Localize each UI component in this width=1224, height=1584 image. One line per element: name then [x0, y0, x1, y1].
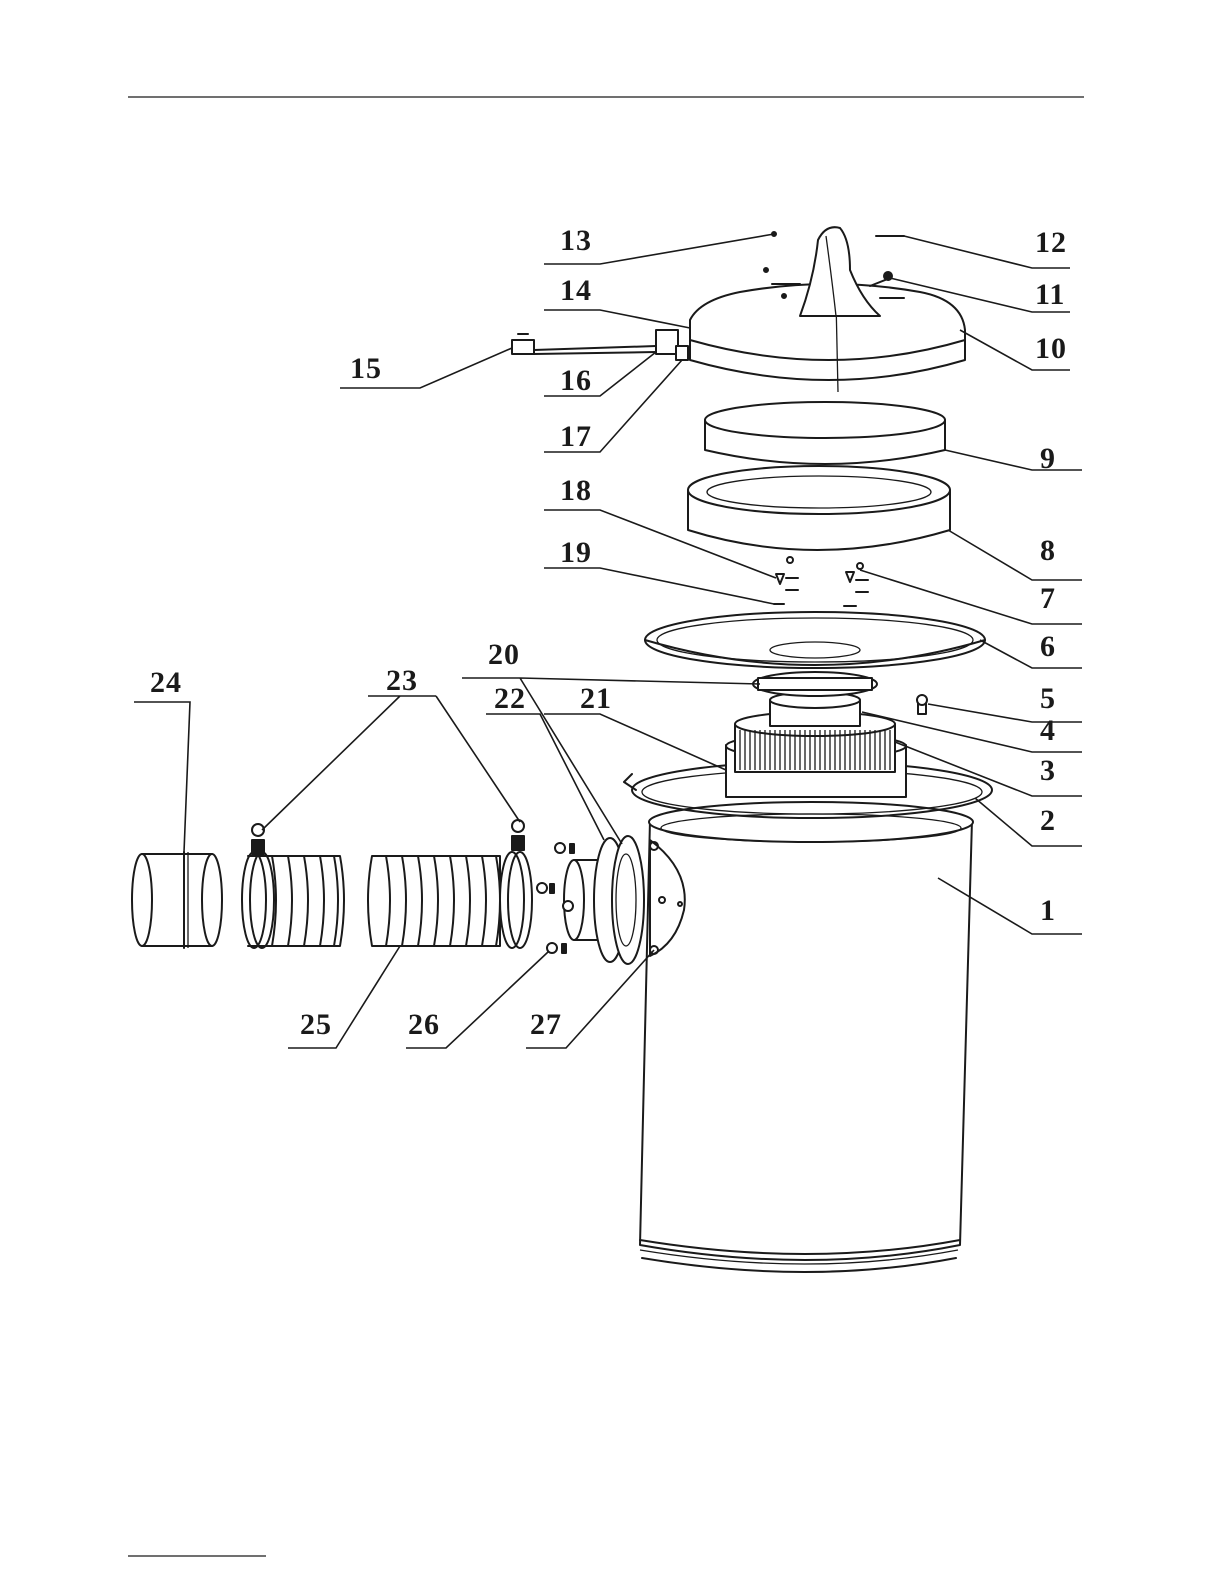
hose-rib: [386, 856, 390, 946]
hose-rib: [320, 856, 324, 946]
inlet-adapter: [564, 836, 644, 964]
part-number-13: 13: [560, 224, 592, 257]
leader-line-2: [975, 798, 1082, 846]
outlet-collar: [132, 852, 222, 948]
hose-rib: [334, 856, 338, 946]
filter-ring: [688, 466, 950, 550]
drum-body: [640, 802, 973, 1272]
hose-rib: [434, 856, 438, 946]
leader-line-14: [544, 310, 690, 328]
part-number-19: 19: [560, 536, 592, 569]
part-number-2: 2: [1040, 804, 1056, 837]
leader-line-22: [486, 714, 604, 840]
part-number-3: 3: [1040, 754, 1056, 787]
part-number-6: 6: [1040, 630, 1056, 663]
leader-line-6: [980, 640, 1082, 668]
part-number-5: 5: [1040, 682, 1056, 715]
flex-hose: [248, 856, 500, 946]
leader-line-9: [945, 450, 1082, 470]
flange-plate: [753, 672, 877, 696]
leader-line-1: [938, 878, 1082, 934]
part-number-4: 4: [1040, 714, 1056, 747]
part-number-20: 20: [488, 638, 520, 671]
leader-line-23: [262, 696, 520, 830]
hose-rib: [466, 856, 470, 946]
hose-rib: [402, 856, 406, 946]
hose-rib: [450, 856, 454, 946]
hose-rib: [482, 856, 486, 946]
fasteners-18-19-7: [774, 557, 868, 606]
leader-line-8: [948, 530, 1082, 580]
part-number-15: 15: [350, 352, 382, 385]
leader-line-19: [544, 568, 774, 604]
part-number-10: 10: [1035, 332, 1067, 365]
part-number-17: 17: [560, 420, 592, 453]
part-number-24: 24: [150, 666, 182, 699]
base-plate: [645, 612, 985, 668]
bearing-cap: [770, 692, 860, 726]
part-number-7: 7: [1040, 582, 1056, 615]
gasket-plate: [650, 840, 685, 956]
part-number-12: 12: [1035, 226, 1067, 259]
hose-rib: [288, 856, 292, 946]
leader-line-24: [134, 702, 190, 852]
hose-rib: [418, 856, 422, 946]
part-number-23: 23: [386, 664, 418, 697]
switch-and-cable: [512, 330, 688, 360]
part-number-26: 26: [408, 1008, 440, 1041]
part-number-14: 14: [560, 274, 592, 307]
part-number-1: 1: [1040, 894, 1056, 927]
part-number-18: 18: [560, 474, 592, 507]
hose-clamps: [242, 820, 532, 948]
part-number-16: 16: [560, 364, 592, 397]
part-number-21: 21: [580, 682, 612, 715]
screw-5: [917, 695, 927, 714]
filter-disc: [705, 402, 945, 464]
part-number-11: 11: [1035, 278, 1065, 311]
part-number-27: 27: [530, 1008, 562, 1041]
part-number-22: 22: [494, 682, 526, 715]
part-number-25: 25: [300, 1008, 332, 1041]
leader-line-5: [928, 704, 1082, 722]
part-number-8: 8: [1040, 534, 1056, 567]
hose-rib: [304, 856, 308, 946]
part-number-9: 9: [1040, 442, 1056, 475]
